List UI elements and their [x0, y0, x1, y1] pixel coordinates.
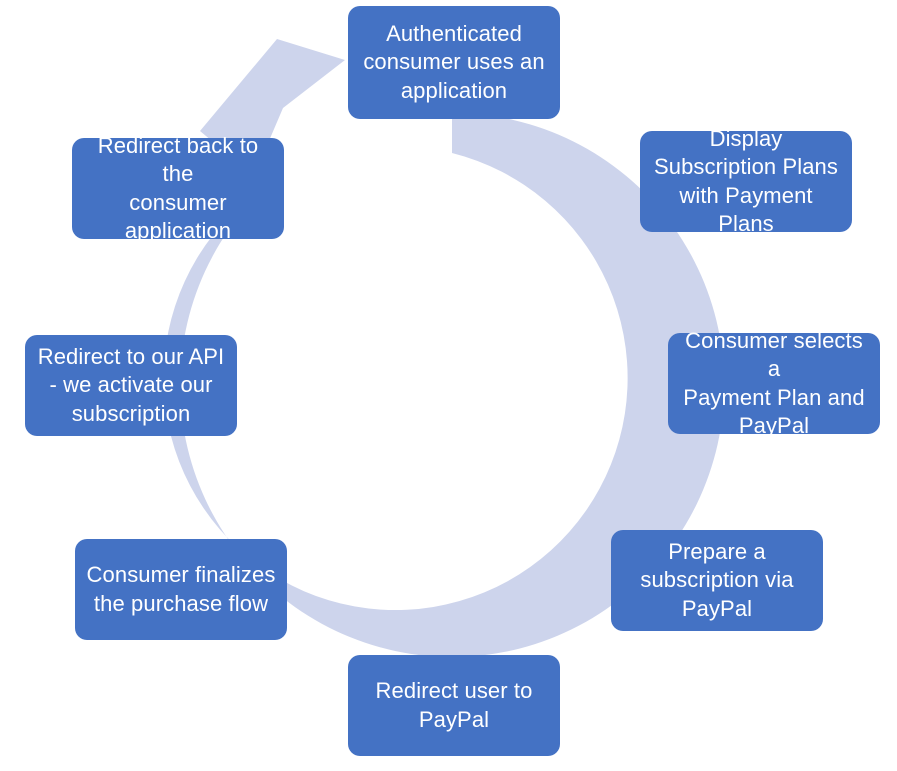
cycle-node-5[interactable]: Redirect user to PayPal [348, 655, 560, 756]
cycle-node-6[interactable]: Consumer finalizes the purchase flow [75, 539, 287, 640]
cycle-node-6-label: Consumer finalizes the purchase flow [86, 562, 276, 616]
cycle-node-5-label: Redirect user to PayPal [375, 678, 533, 732]
cycle-node-2[interactable]: Display Subscription Plans with Payment … [640, 126, 852, 236]
cycle-node-2-label: Display Subscription Plans with Payment … [653, 126, 838, 236]
cycle-node-1-label: Authenticated consumer uses an applicati… [363, 21, 545, 103]
cycle-node-8[interactable]: Redirect back to the consumer applicatio… [72, 133, 284, 243]
cycle-node-1[interactable]: Authenticated consumer uses an applicati… [348, 6, 560, 119]
cycle-node-3[interactable]: Consumer selects a Payment Plan and PayP… [668, 328, 880, 438]
cycle-node-4[interactable]: Prepare a subscription via PayPal [611, 530, 823, 631]
cycle-node-7-label: Redirect to our API - we activate our su… [37, 344, 225, 426]
cycle-node-4-label: Prepare a subscription via PayPal [640, 539, 794, 621]
cycle-node-3-label: Consumer selects a Payment Plan and PayP… [683, 328, 865, 438]
ring-band [163, 112, 725, 657]
cycle-node-7[interactable]: Redirect to our API - we activate our su… [25, 335, 237, 436]
cycle-node-8-label: Redirect back to the consumer applicatio… [97, 133, 259, 243]
